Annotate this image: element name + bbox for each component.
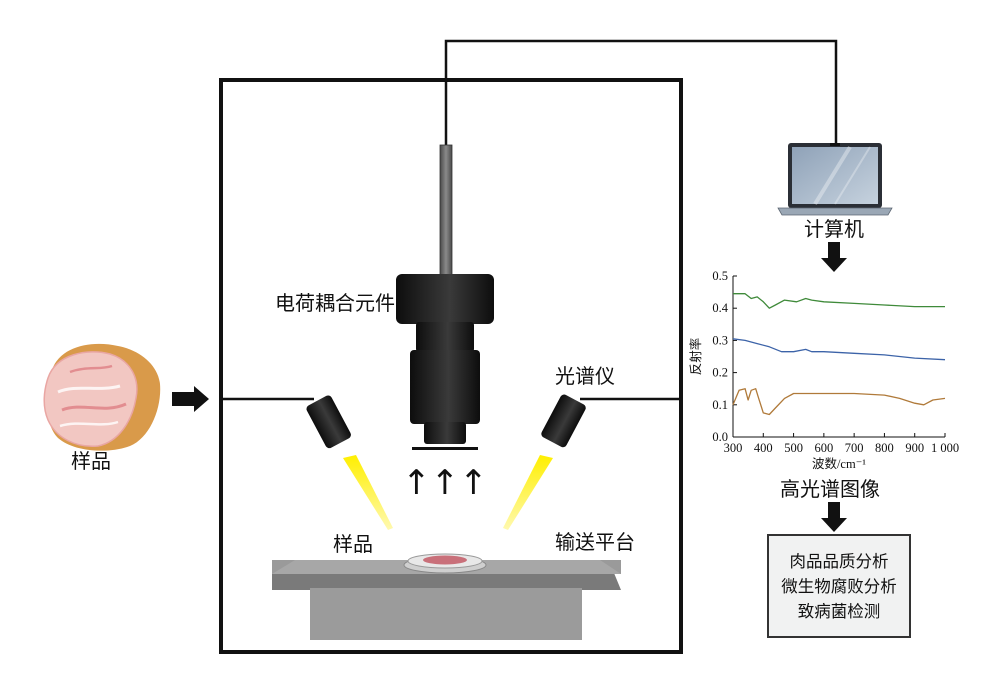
- x-tick-label: 600: [814, 441, 833, 455]
- light-arrows: ↑↑↑: [402, 463, 487, 503]
- x-tick-label: 400: [754, 441, 773, 455]
- results-line: 微生物腐败分析: [781, 576, 897, 596]
- arrow-computer-to-chart: [821, 242, 847, 272]
- left-light-beam: [343, 455, 393, 530]
- meat-icon: [43, 343, 161, 451]
- x-tick-label: 900: [905, 441, 924, 455]
- results-line: 致病菌检测: [797, 601, 881, 621]
- sample-label: 样品: [71, 449, 111, 473]
- camera-cable: [444, 39, 838, 146]
- stage-sample-label: 样品: [333, 532, 373, 556]
- results-line: 肉品品质分析: [789, 551, 889, 571]
- spectrometer-label: 光谱仪: [555, 364, 615, 388]
- x-tick-label: 300: [724, 441, 743, 455]
- x-axis-label: 波数/cm⁻¹: [812, 456, 866, 471]
- conveyor-label: 输送平台: [555, 530, 635, 554]
- x-tick-label: 1 000: [931, 441, 959, 455]
- reflectance-chart: 300 400 500 600 700 800 900 1 000 0.0 0.1 0.2 0.3 0.…: [688, 269, 959, 471]
- light-source-icon: [306, 395, 351, 449]
- x-tick-label: 500: [784, 441, 803, 455]
- laptop-icon: [777, 143, 893, 216]
- y-tick-label: 0.1: [712, 398, 728, 412]
- y-tick-label: 0.4: [712, 301, 728, 315]
- light-source-icon: [541, 394, 586, 448]
- series-line-3: [732, 388, 946, 416]
- y-tick-label: 0.5: [712, 269, 728, 283]
- y-tick-label: 0.3: [712, 333, 728, 347]
- series-line-2: [732, 338, 946, 361]
- arrow-image-to-results: [821, 502, 847, 532]
- x-tick-label: 800: [875, 441, 894, 455]
- chamber-frame: [219, 78, 683, 654]
- x-tick-label: 700: [845, 441, 864, 455]
- petri-dish-icon: [403, 553, 487, 574]
- series-line-1: [733, 293, 945, 309]
- analysis-results-box: 肉品品质分析 微生物腐败分析 致病菌检测: [767, 534, 911, 638]
- input-arrow: [172, 386, 209, 412]
- hyperspectral-image-label: 高光谱图像: [780, 477, 880, 501]
- ccd-label: 电荷耦合元件: [275, 291, 395, 315]
- computer-label: 计算机: [804, 217, 864, 241]
- y-axis-label: 反射率: [688, 338, 703, 376]
- right-light-beam: [503, 455, 553, 530]
- y-tick-label: 0.0: [712, 430, 728, 444]
- y-tick-label: 0.2: [712, 366, 728, 380]
- camera-icon: [396, 144, 494, 450]
